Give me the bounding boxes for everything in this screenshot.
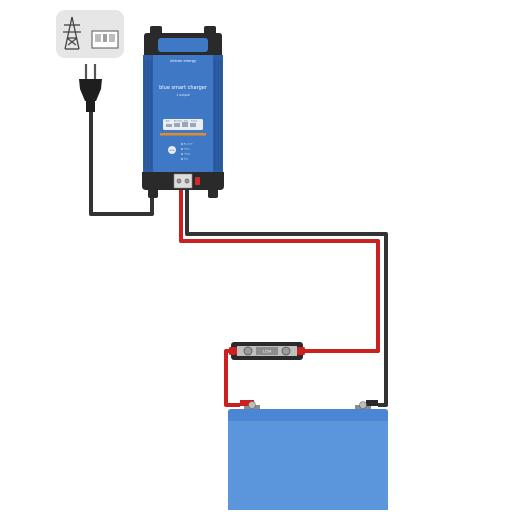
ac-grid-panel <box>56 10 124 58</box>
negative-wire <box>185 190 388 407</box>
stage-label-bulk: Bulk <box>166 121 170 123</box>
schuko-plug-icon <box>79 64 102 112</box>
stage-label-absorption: Absorption <box>174 120 183 123</box>
positive-wire-charger-fuse <box>179 190 380 353</box>
indicator-error: Error <box>184 158 189 161</box>
battery-body <box>228 418 388 510</box>
wiring <box>89 112 388 407</box>
power-pylon-icon <box>63 16 81 50</box>
stage-label-storage: Storage <box>191 120 197 123</box>
inline-fuse: 125A <box>229 342 305 360</box>
charger-output-count: 1 output <box>176 93 190 97</box>
charger-brand: victron energy <box>170 59 197 63</box>
charger-body <box>143 55 223 173</box>
battery-lid <box>228 409 388 418</box>
stage-label-float: Float <box>184 120 188 123</box>
charger-model: blue smart charger <box>159 85 208 91</box>
mode-button-label: MODE <box>170 150 175 152</box>
blue-smart-charger: victron energy blue smart charger 1 outp… <box>142 26 224 198</box>
charger-status-led <box>195 177 200 185</box>
indicator-status: Status <box>184 148 190 151</box>
mode-button[interactable] <box>168 146 176 154</box>
charger-accent-stripe <box>160 133 206 136</box>
fuse-rating-label: 125A <box>263 350 272 354</box>
indicator-bluetooth: Bluetooth <box>184 143 193 146</box>
dc-terminal-block <box>173 173 193 189</box>
fuse-bolt-left <box>243 346 253 356</box>
indicator-charge: Charge <box>184 153 191 156</box>
wall-socket-icon <box>91 30 119 49</box>
mains-cable <box>89 112 154 216</box>
fuse-bolt-right <box>281 346 291 356</box>
battery <box>228 400 388 510</box>
